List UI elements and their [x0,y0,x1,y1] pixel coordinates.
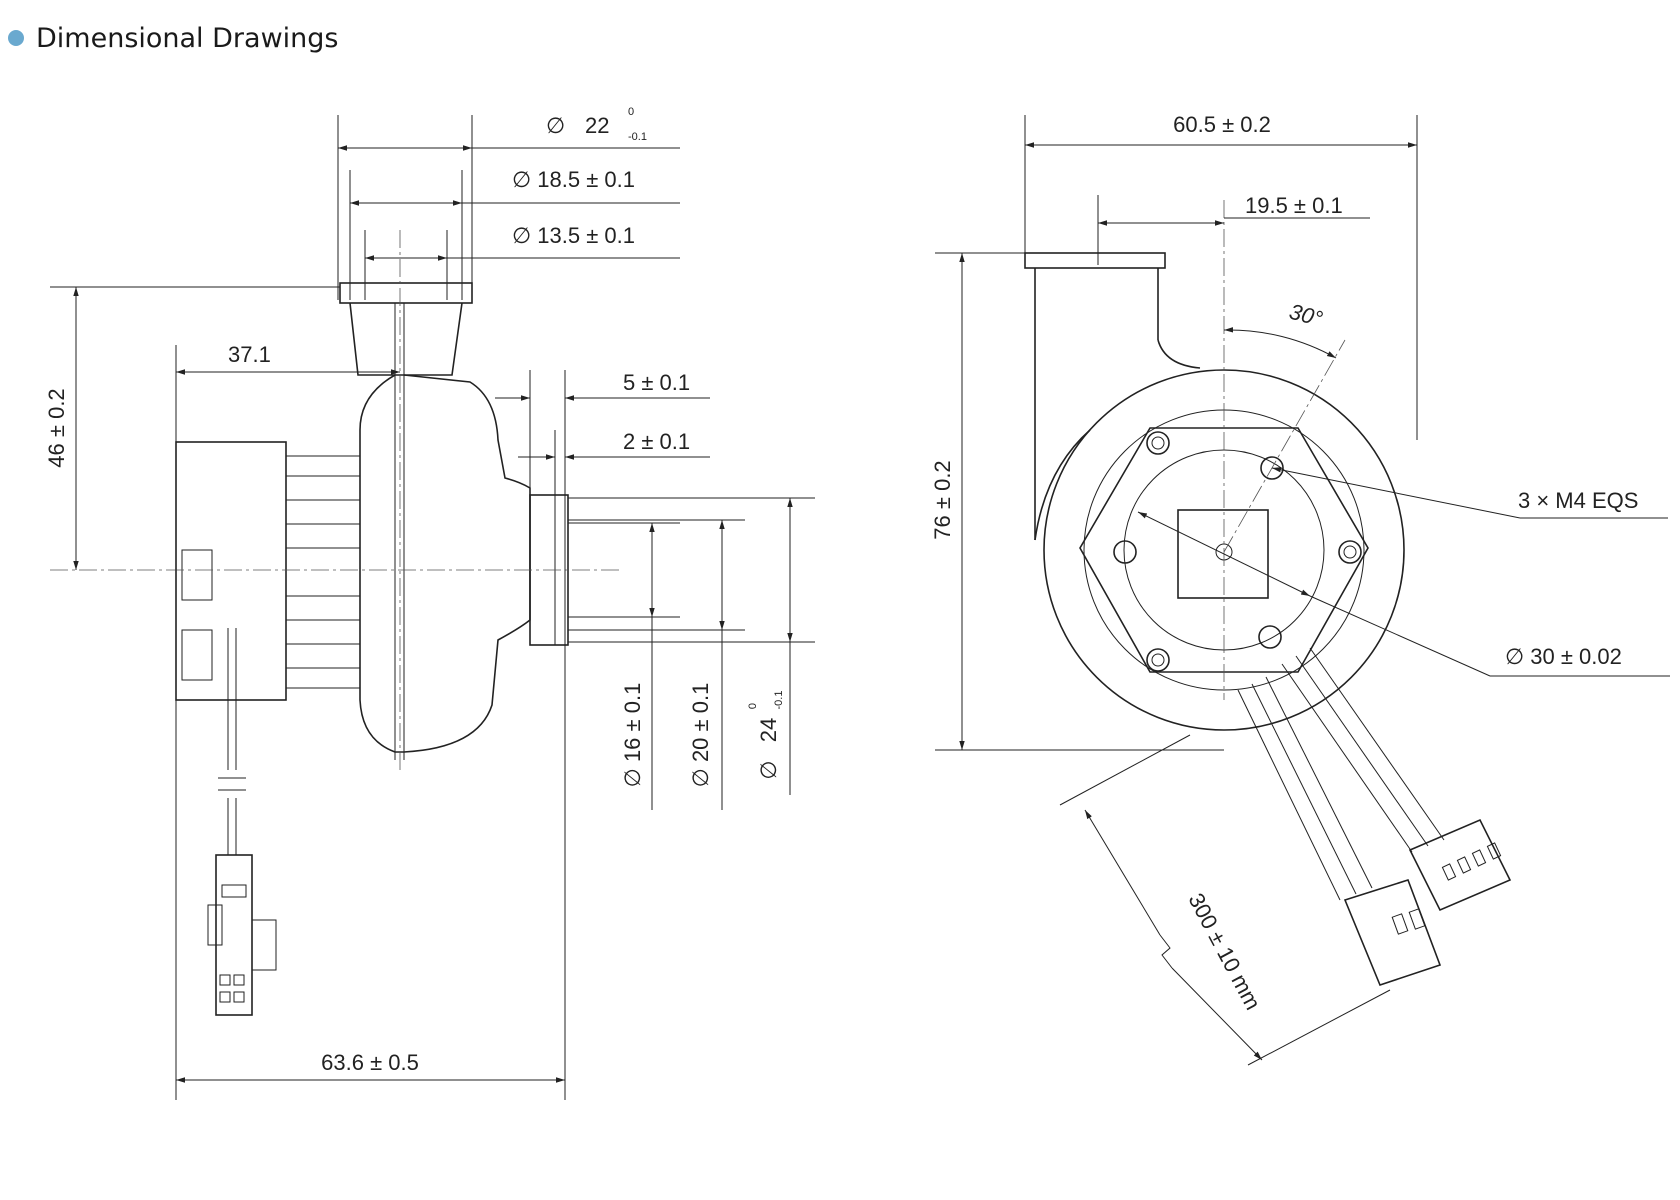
side-view: ∅ 22 0 -0.1 ∅ 18.5 ± 0.1 ∅ 13.5 ± 0.1 37… [44,106,815,1100]
holes-label: 3 × M4 EQS [1518,488,1638,513]
dia-30-label: ∅ 30 ± 0.02 [1505,644,1622,669]
dim-60-5-label: 60.5 ± 0.2 [1173,112,1271,137]
section-title: Dimensional Drawings [36,22,339,54]
bullet-icon [8,30,24,46]
section-header: Dimensional Drawings [8,18,338,58]
dia-24-tol-upper: 0 [747,703,759,709]
dim-5-label: 5 ± 0.1 [623,370,690,395]
dia-24-value: 24 [756,718,781,742]
front-view: 60.5 ± 0.2 19.5 ± 0.1 30° 76 ± 0.2 3 × M… [930,112,1670,1066]
dim-63-6-label: 63.6 ± 0.5 [321,1050,419,1075]
dia-20-label: ∅ 20 ± 0.1 [688,683,713,788]
dia-16-label: ∅ 16 ± 0.1 [620,683,645,788]
dia-outlet-outer-value: 22 [585,113,609,138]
dim-2-label: 2 ± 0.1 [623,429,690,454]
dia-24-symbol: ∅ [756,760,781,779]
dim-37-1-label: 37.1 [228,342,271,367]
cable-length-label: 300 ± 10 mm [1183,889,1265,1014]
dia-outlet-outer-tol-upper: 0 [628,106,634,118]
dia-outlet-inner-label: ∅ 13.5 ± 0.1 [512,223,635,248]
dim-19-5-label: 19.5 ± 0.1 [1245,193,1343,218]
angle-30-label: 30° [1287,299,1326,332]
dia-outlet-outer-tol-lower: -0.1 [628,131,647,143]
dia-24-tol-lower: -0.1 [773,691,785,710]
dia-outlet-mid-label: ∅ 18.5 ± 0.1 [512,167,635,192]
dia-outlet-outer-symbol: ∅ [546,113,565,138]
dim-76-label: 76 ± 0.2 [930,460,955,539]
dim-46-label: 46 ± 0.2 [44,388,69,467]
